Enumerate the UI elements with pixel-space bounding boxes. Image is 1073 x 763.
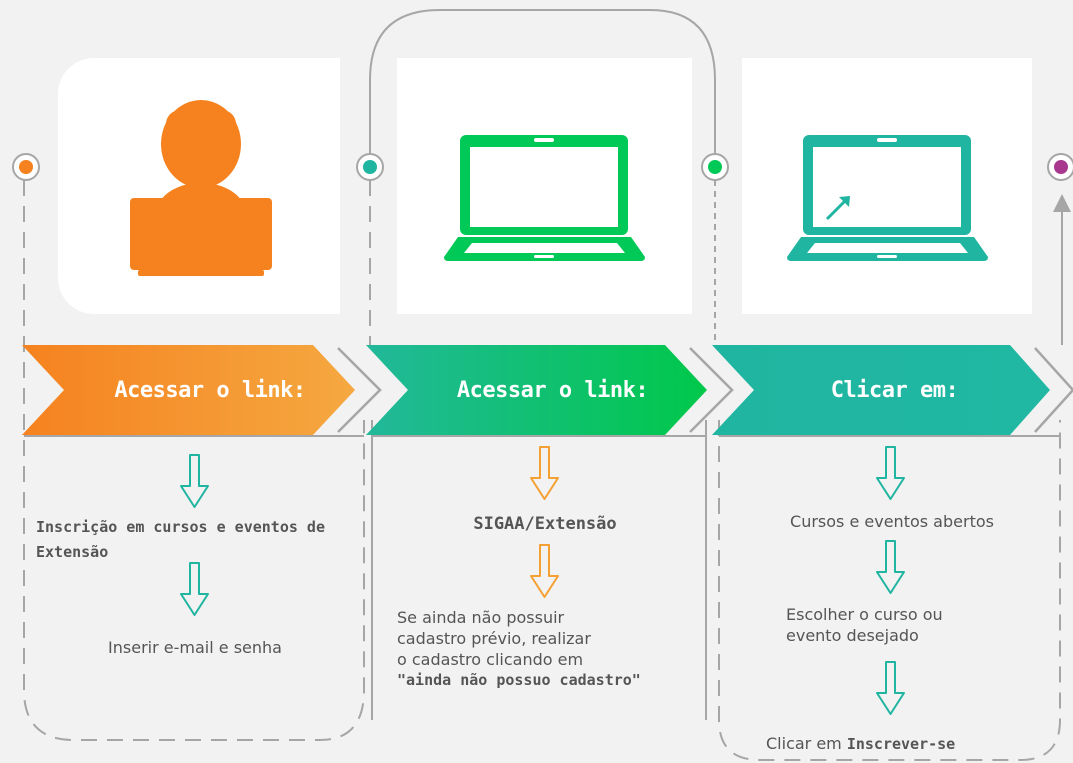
- down-arrow-icon: [180, 562, 209, 616]
- dot-green: [701, 153, 729, 181]
- step-3-item-1: Cursos e eventos abertos: [790, 512, 994, 531]
- banner-2-shape: [366, 345, 707, 435]
- step-2-title: Acessar o link:: [456, 377, 649, 403]
- step-2-item-2: Se ainda não possuir cadastro prévio, re…: [397, 607, 717, 691]
- step-1-item-1: Inscrição em cursos e eventos de Extensã…: [36, 518, 325, 561]
- step-2-line-2: cadastro prévio, realizar: [397, 629, 591, 648]
- step-2-bold-line: "ainda não possuo cadastro": [397, 671, 641, 689]
- step-3-item-3-prefix: Clicar em: [766, 734, 847, 753]
- banner-1-shape: [22, 345, 355, 435]
- step-2-line-1: Se ainda não possuir: [397, 608, 565, 627]
- step-1-loop: [23, 180, 365, 741]
- step-3-loop: [718, 420, 1061, 761]
- step-1-title: Acessar o link:: [114, 377, 306, 403]
- down-arrow-icon: [180, 454, 209, 508]
- step-3-item-3: Clicar em Inscrever-se: [766, 733, 1066, 755]
- step-2-item-1: SIGAA/Extensão: [473, 514, 617, 534]
- laptop-icon: [444, 135, 645, 261]
- dot-orange: [12, 153, 40, 181]
- step-2-top-loop: [369, 9, 716, 160]
- step-1-panel: [58, 58, 340, 314]
- step-3-panel: [742, 58, 1032, 314]
- step-2-panel: [397, 58, 692, 314]
- step-2-line-3: o cadastro clicando em: [397, 650, 584, 669]
- down-arrow-icon: [876, 446, 905, 500]
- step-3-line-1: Escolher o curso ou: [786, 605, 943, 624]
- step-1-item-2: Inserir e-mail e senha: [108, 638, 282, 657]
- laptop-cursor-icon: [787, 135, 988, 261]
- dot-purple: [1047, 153, 1073, 181]
- user-at-laptop-icon: [130, 100, 272, 276]
- step-3-item-3-bold: Inscrever-se: [846, 735, 956, 753]
- up-arrow-icon: [1053, 194, 1071, 212]
- dot-teal: [356, 153, 384, 181]
- down-arrow-icon: [876, 661, 905, 715]
- down-arrow-icon: [530, 544, 559, 598]
- banner-3-shape: [712, 345, 1050, 435]
- step-3-line-2: evento desejado: [786, 626, 919, 645]
- down-arrow-icon: [876, 540, 905, 594]
- step-3-item-2: Escolher o curso ou evento desejado: [786, 604, 1026, 646]
- step-3-title: Clicar em:: [830, 377, 959, 403]
- down-arrow-icon: [530, 446, 559, 500]
